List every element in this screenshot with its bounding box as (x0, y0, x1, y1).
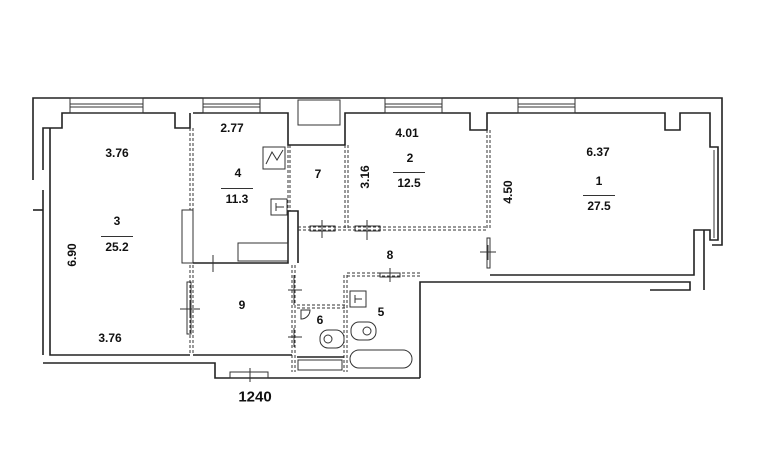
sink-icon (270, 198, 288, 216)
partitions (181, 128, 491, 372)
stove-icon (262, 146, 286, 170)
room-3-length: 6.90 (65, 243, 79, 267)
room-8-number: 8 (386, 248, 394, 262)
room-1-area: 27.5 (583, 195, 615, 213)
room-2-number: 2 (406, 151, 414, 165)
room-3-width-top: 3.76 (105, 146, 129, 160)
room-7-number: 7 (314, 167, 322, 181)
room-5-number: 5 (377, 305, 385, 319)
dimension-label: 1240 (238, 388, 272, 406)
shower-tray (297, 359, 343, 371)
room-2-area: 12.5 (393, 172, 425, 190)
bathtub-icon (349, 349, 413, 369)
counter (237, 242, 289, 262)
room-3-number: 3 (113, 214, 121, 228)
room-3-area: 25.2 (101, 236, 133, 254)
outer-walls (32, 97, 723, 379)
washbasin-icon (349, 290, 367, 308)
windows (69, 97, 715, 379)
room-2-length: 3.16 (358, 165, 372, 189)
room-9-number: 9 (238, 298, 246, 312)
toilet-icon (319, 329, 345, 349)
doors (180, 220, 496, 382)
room-6-number: 6 (316, 313, 324, 327)
room-1-width: 6.37 (586, 145, 610, 159)
toilet-icon (350, 321, 377, 341)
room-4-number: 4 (234, 166, 242, 180)
room-4-width: 2.77 (220, 121, 244, 135)
room-1-length: 4.50 (501, 180, 515, 204)
room-1-number: 1 (595, 174, 603, 188)
room-2-width: 4.01 (395, 126, 419, 140)
room-3-width-bottom: 3.76 (98, 331, 122, 345)
fixtures (237, 146, 413, 371)
room-4-area: 11.3 (221, 188, 253, 206)
